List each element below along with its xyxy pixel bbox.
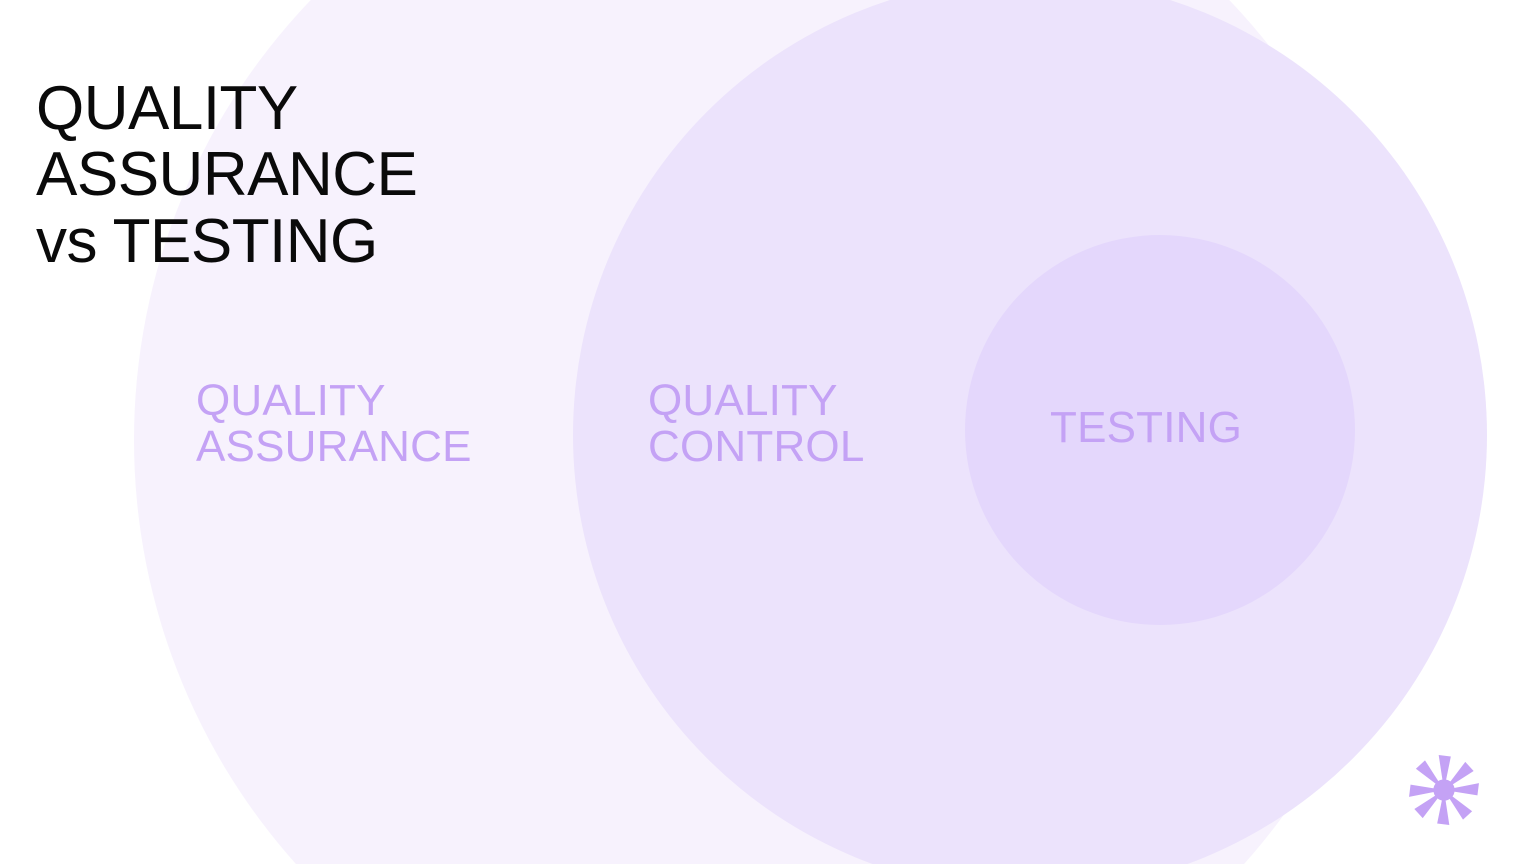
ring-label-qa-line2: ASSURANCE [196,421,472,471]
asterisk-icon [1406,752,1482,828]
ring-label-qc-line1: QUALITY [648,376,838,425]
page-title-testing-word: TESTING [112,207,379,277]
ring-testing [965,235,1355,625]
ring-label-testing-line1: TESTING [1050,403,1243,452]
page-title-versus-word: vs [36,207,113,277]
page-title-line-3: vs TESTING [36,207,417,277]
ring-label-qa-line1: QUALITY [196,376,386,425]
ring-label-qc-line2: CONTROL [648,421,865,471]
page-title-line-2: ASSURANCE [36,140,418,210]
ring-label-testing: TESTING [1050,405,1242,451]
page-title-line-1: QUALITY [36,73,298,143]
page-title: QUALITY ASSURANCE vs TESTING [36,73,418,277]
